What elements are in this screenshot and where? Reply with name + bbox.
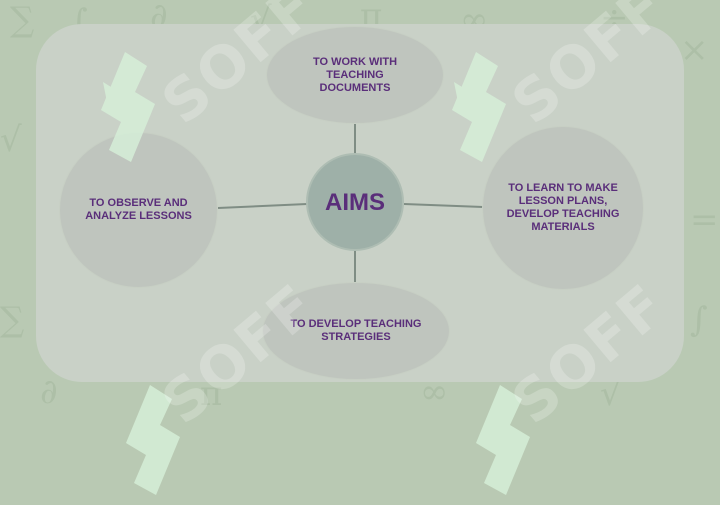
connector-lines: [217, 124, 484, 282]
aims-center-node: AIMS: [306, 153, 404, 251]
aim-label-bottom: TO DEVELOP TEACHING STRATEGIES: [290, 318, 422, 343]
soff-logo-icon: [101, 52, 155, 162]
connector-left: [217, 203, 308, 209]
aim-label-left: TO OBSERVE AND ANALYZE LESSONS: [85, 197, 192, 222]
aim-label-right: TO LEARN TO MAKE LESSON PLANS, DEVELOP T…: [506, 182, 620, 233]
aim-node-top: TO WORK WITH TEACHING DOCUMENTS: [266, 26, 444, 124]
aim-node-left: TO OBSERVE AND ANALYZE LESSONS: [59, 132, 218, 288]
aim-label-top: TO WORK WITH TEACHING DOCUMENTS: [312, 55, 398, 94]
aim-node-bottom: TO DEVELOP TEACHING STRATEGIES: [262, 282, 450, 380]
connector-right: [403, 203, 484, 208]
soff-logo-icon: [452, 52, 506, 162]
aim-node-right: TO LEARN TO MAKE LESSON PLANS, DEVELOP T…: [482, 126, 644, 290]
aims-title: AIMS: [325, 188, 385, 216]
